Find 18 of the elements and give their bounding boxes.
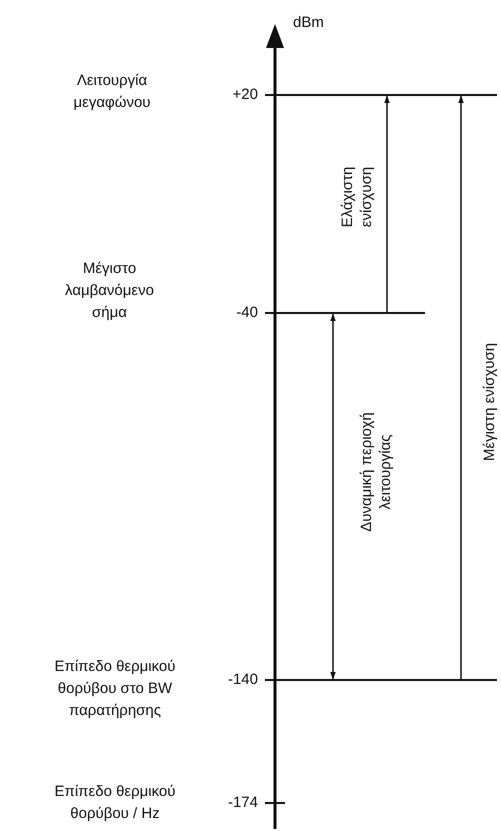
level-value: -140	[226, 670, 258, 690]
level-line	[265, 679, 497, 681]
level-description: Επίπεδο θερμικού θορύβου στο BW παρατήρησης	[54, 657, 176, 721]
level-value: -40	[235, 303, 258, 323]
edge-label: Δυναμική περιοχή λειτουργίας	[357, 411, 395, 534]
arrow	[384, 95, 390, 312]
level-line	[265, 94, 497, 96]
level-description: Λειτουργία μεγαφώνου	[72, 71, 152, 113]
arrow	[330, 313, 336, 680]
level-value: +20	[232, 85, 258, 105]
level-line	[265, 312, 425, 314]
level-description: Μέγιστο λαμβανόμενο σήμα	[64, 259, 155, 323]
edge-label: Μέγιστη ενίσχυση	[480, 342, 498, 464]
edge-label: Ελάχιστη ενίσχυση	[338, 166, 376, 230]
level-description: Επίπεδο θερμικού θορύβου / Hz	[54, 782, 176, 824]
axis-unit: dBm	[293, 13, 325, 33]
level-value: -174	[226, 793, 258, 813]
arrow	[458, 95, 464, 679]
